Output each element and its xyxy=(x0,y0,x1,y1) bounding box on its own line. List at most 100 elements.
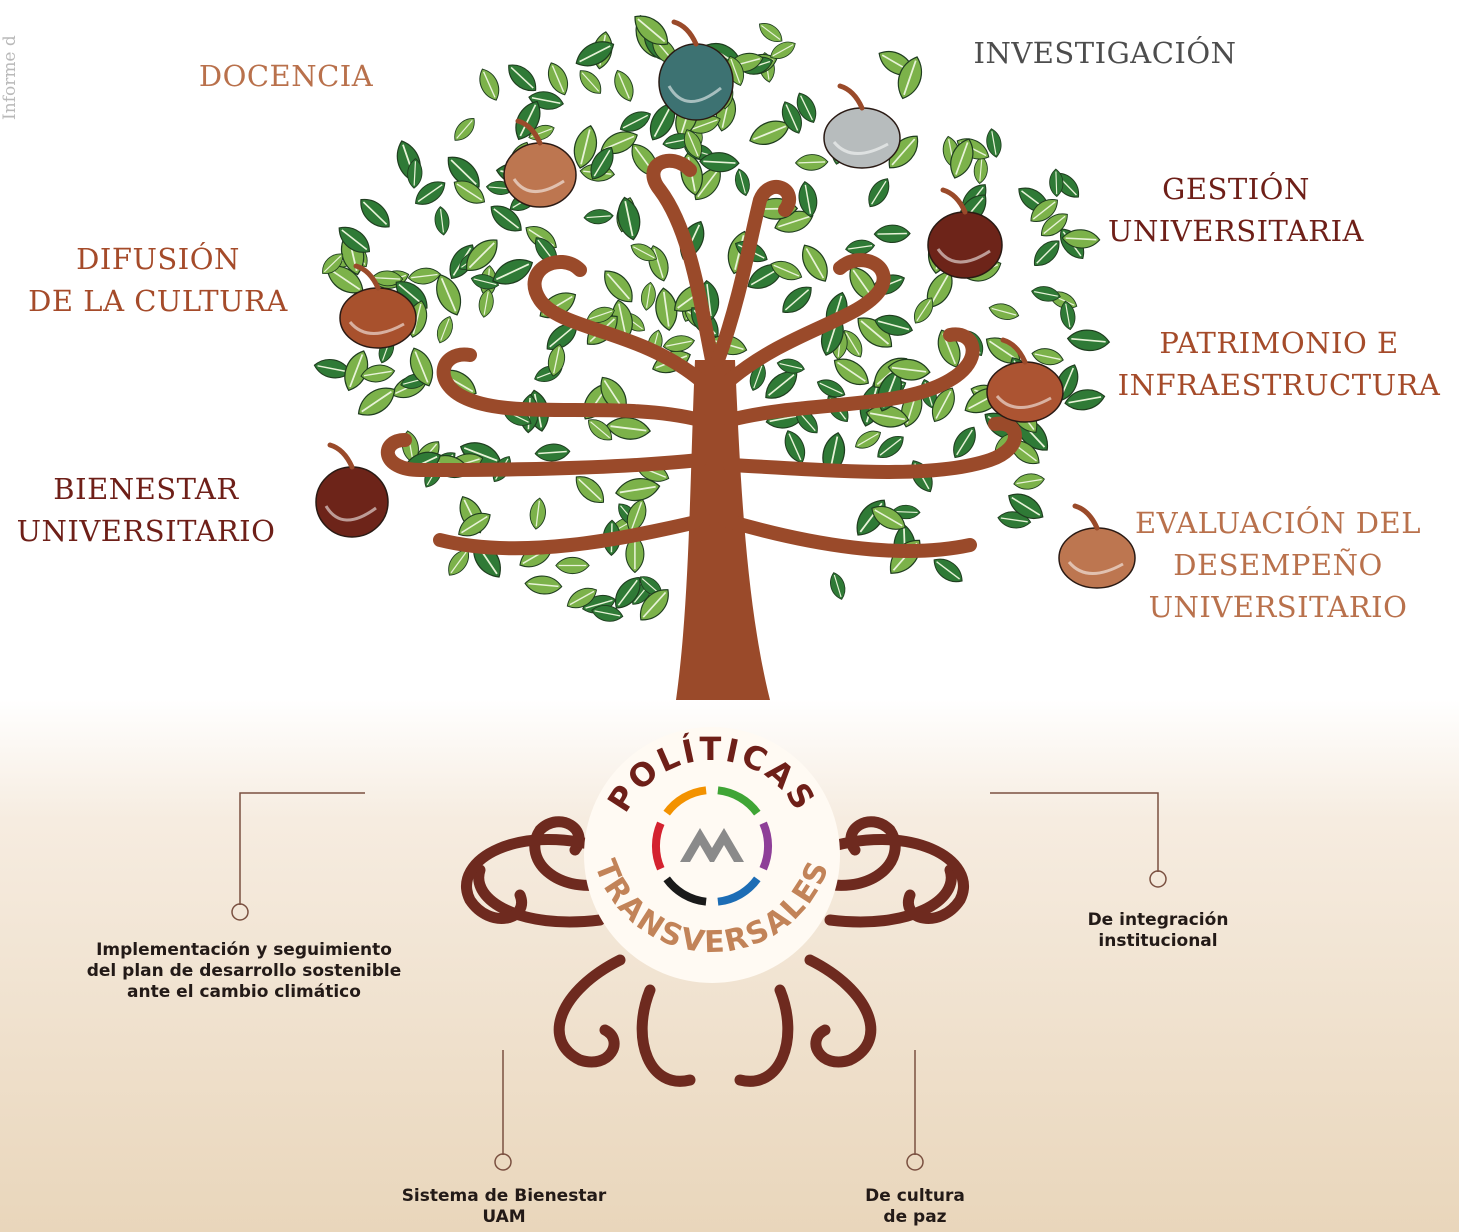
policy-integracion-line-1: De integración xyxy=(1087,910,1229,930)
policy-sostenible-line-3: ante el cambio climático xyxy=(127,982,361,1002)
leaf-vein xyxy=(800,95,813,121)
leaf xyxy=(508,64,537,92)
leaf-vein xyxy=(753,365,763,389)
branch-upper-left xyxy=(527,254,707,387)
root-right-3 xyxy=(804,954,877,1068)
fruit-investigacion-grey-stem xyxy=(837,83,865,111)
leaf xyxy=(932,387,955,423)
fruit-gestion-stem xyxy=(940,187,968,215)
leaf-vein xyxy=(848,245,873,250)
leaf-vein xyxy=(495,263,530,281)
fruit-docencia-stem xyxy=(515,118,543,146)
area-difusion-line-1: DIFUSIÓN xyxy=(76,242,240,276)
leaf-vein xyxy=(833,574,842,598)
leaf xyxy=(524,575,563,595)
leaf xyxy=(1013,473,1045,490)
area-difusion-line-2: DE LA CULTURA xyxy=(28,284,288,318)
leaf-vein xyxy=(362,201,388,225)
leaf-vein xyxy=(586,215,611,219)
connector-sostenible-dot xyxy=(231,903,249,921)
leaf-vein xyxy=(617,579,638,606)
fruit-investigacion-teal xyxy=(658,19,734,121)
leaf-vein xyxy=(618,303,627,336)
side-running-header: Informe d xyxy=(0,35,20,120)
leaf xyxy=(770,41,796,59)
leaf xyxy=(897,56,922,100)
leaf xyxy=(575,476,604,503)
branch-lower-left xyxy=(380,433,707,478)
leaf-vein xyxy=(1065,237,1097,241)
leaf-vein xyxy=(779,362,803,370)
leaf xyxy=(547,343,566,377)
leaf-vein xyxy=(528,582,559,588)
leaf xyxy=(973,155,988,185)
leaf-vein xyxy=(769,414,802,423)
leaf xyxy=(458,513,491,537)
leaf-vein xyxy=(585,599,613,609)
leaf-vein xyxy=(877,232,907,235)
area-evaluacion-line-2: DESEMPEÑO xyxy=(1173,548,1383,582)
leaf xyxy=(765,371,798,399)
root-left-4 xyxy=(636,984,696,1087)
leaf-vein xyxy=(805,247,825,279)
leaf xyxy=(953,426,976,459)
leaf-vein xyxy=(323,255,342,273)
leaf-vein xyxy=(891,138,916,166)
leaf xyxy=(796,92,817,124)
leaf xyxy=(470,274,500,290)
leaf xyxy=(605,417,651,440)
leaf xyxy=(662,335,696,352)
area-investigacion-line-1: INVESTIGACIÓN xyxy=(973,36,1237,70)
leaf xyxy=(641,281,656,311)
leaf-vein xyxy=(619,485,656,494)
leaf-vein xyxy=(956,429,973,456)
leaf xyxy=(555,556,590,575)
leaf xyxy=(1064,389,1106,411)
leaf-vein xyxy=(989,340,1018,361)
leaf xyxy=(782,286,812,313)
leaf-vein xyxy=(857,433,879,447)
root-left-1 xyxy=(529,816,626,891)
fruit-evaluacion-body xyxy=(1058,527,1136,589)
leaf-vein xyxy=(589,310,613,320)
connector-sostenible-line xyxy=(239,792,365,905)
leaf xyxy=(586,306,615,323)
fruit-docencia-highlight xyxy=(512,178,565,193)
leaf-vein xyxy=(768,374,795,396)
fruit-patrimonio-body xyxy=(986,361,1064,423)
leaf xyxy=(950,138,974,179)
leaf xyxy=(914,297,934,324)
leaf-vein xyxy=(631,502,643,530)
leaf-vein xyxy=(778,215,810,228)
leaf-vein xyxy=(519,104,537,137)
leaf-vein xyxy=(329,268,361,291)
leaf xyxy=(614,69,634,102)
area-bienestar-line-1: BIENESTAR xyxy=(53,472,239,506)
leaf-vein xyxy=(903,60,917,96)
leaf-vein xyxy=(482,71,496,98)
leaf xyxy=(865,405,910,428)
leaf xyxy=(1049,168,1064,198)
leaf xyxy=(1030,199,1058,222)
trunk-body xyxy=(676,360,770,700)
leaf xyxy=(781,101,802,134)
leaf-vein xyxy=(819,382,843,395)
leaf-vein xyxy=(1036,242,1058,264)
leaf xyxy=(534,443,571,462)
leaf-vein xyxy=(879,438,902,456)
leaf xyxy=(588,419,613,441)
leaf xyxy=(619,111,651,132)
leaf-vein xyxy=(590,421,611,439)
leaf-vein xyxy=(473,278,497,286)
leaf-vein xyxy=(1071,337,1106,343)
leaf-vein xyxy=(1016,478,1042,485)
area-docencia-line-1: DOCENCIA xyxy=(198,59,374,93)
leaf xyxy=(830,572,846,600)
leaf-vein xyxy=(610,425,647,432)
policy-integracion: De integración institucional xyxy=(1058,910,1258,952)
leaf-vein xyxy=(860,320,890,345)
leaf xyxy=(749,120,791,145)
leaf-vein xyxy=(730,58,741,84)
leaf xyxy=(759,23,783,42)
